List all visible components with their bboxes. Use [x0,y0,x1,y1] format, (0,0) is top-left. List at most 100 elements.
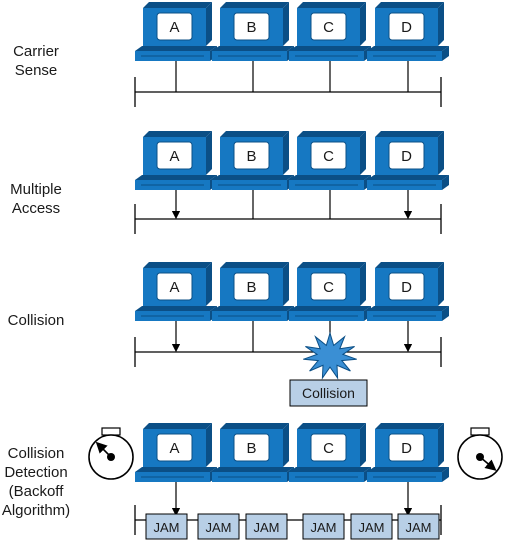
jam-box [145,513,188,540]
monitor-side [438,423,444,467]
computer: B [212,262,294,321]
stage-label-line: Collision [7,445,65,462]
computer-base-top [212,467,294,472]
computer-label: C [323,279,334,296]
jam-label: JAM [206,520,232,535]
computer-base-top [212,175,294,180]
monitor-screen [156,272,193,301]
computer-base-top [135,467,217,472]
computer-base-top [367,467,449,472]
computer-label: A [169,440,179,457]
stage-label-line: Carrier [13,43,59,60]
computer-label: C [323,148,334,165]
monitor-side [360,131,366,175]
monitor-side [360,2,366,46]
monitor-top [297,131,366,137]
monitor-top [220,131,289,137]
monitor-side [206,2,212,46]
computer-label: D [401,148,412,165]
jam-box [397,513,440,540]
collision-label: Collision [302,385,355,401]
monitor-screen [233,433,270,462]
computer: C [289,2,371,61]
computer: C [289,423,371,482]
computer-base-top [135,46,217,51]
monitor-screen [388,141,425,170]
computer-base-top [212,306,294,311]
jam-label: JAM [254,520,280,535]
computer-label: C [323,440,334,457]
monitor-top [220,2,289,8]
computer-label: B [246,440,256,457]
computer-base-top [367,175,449,180]
monitor-top [375,262,444,268]
monitor-screen [310,433,347,462]
jam-box [302,513,345,540]
computer-base-top [289,46,371,51]
monitor-screen [233,12,270,41]
computer-base-side [442,175,449,190]
computer-base-top [367,306,449,311]
monitor-side [206,262,212,306]
computer-label: D [401,19,412,36]
monitor-top [220,423,289,429]
jam-box [245,513,288,540]
computer: C [289,131,371,190]
monitor-side [360,423,366,467]
monitor-screen [156,12,193,41]
computer-label: B [246,148,256,165]
computer: A [135,2,217,61]
computer-base-top [289,175,371,180]
jam-box [350,513,393,540]
monitor-top [297,423,366,429]
monitor-side [283,423,289,467]
monitor-screen [388,433,425,462]
jam-label: JAM [406,520,432,535]
computer: D [367,262,449,321]
monitor-top [143,262,212,268]
monitor-side [283,2,289,46]
computer-label: A [169,19,179,36]
jam-box [197,513,240,540]
computer-label: A [169,148,179,165]
monitor-screen [233,272,270,301]
computer-label: B [246,279,256,296]
monitor-screen [233,141,270,170]
monitor-top [143,423,212,429]
computer: D [367,131,449,190]
computer-label: B [246,19,256,36]
monitor-screen [156,141,193,170]
computer-base-top [135,306,217,311]
computer: B [212,131,294,190]
monitor-top [375,131,444,137]
computer-base-top [135,175,217,180]
computer-base-top [289,306,371,311]
monitor-side [360,262,366,306]
monitor-screen [388,272,425,301]
stopwatch-icon [457,427,503,480]
stage-label-line: Multiple [10,181,62,198]
stage-label-line: Collision [7,312,65,329]
computer-base-side [442,46,449,61]
monitor-top [297,2,366,8]
stopwatch-crown [470,427,490,436]
computer: D [367,423,449,482]
monitor-side [438,262,444,306]
stopwatch-icon [88,427,134,480]
jam-label: JAM [154,520,180,535]
jam-label: JAM [359,520,385,535]
stage-label-carrier-sense: Carrier Sense [6,42,66,80]
monitor-top [220,262,289,268]
stage-label-collision-detection: Collision Detection (Backoff Algorithm) [0,444,72,520]
stopwatch-hand [479,456,497,471]
computer: B [212,2,294,61]
monitor-side [206,131,212,175]
computer: D [367,2,449,61]
computer: A [135,423,217,482]
computer: C [289,262,371,321]
stage-label-line: Detection [4,464,68,481]
stopwatch-crown [101,427,121,436]
monitor-top [143,131,212,137]
stage-label-multiple-access: Multiple Access [4,180,68,218]
computer: A [135,262,217,321]
